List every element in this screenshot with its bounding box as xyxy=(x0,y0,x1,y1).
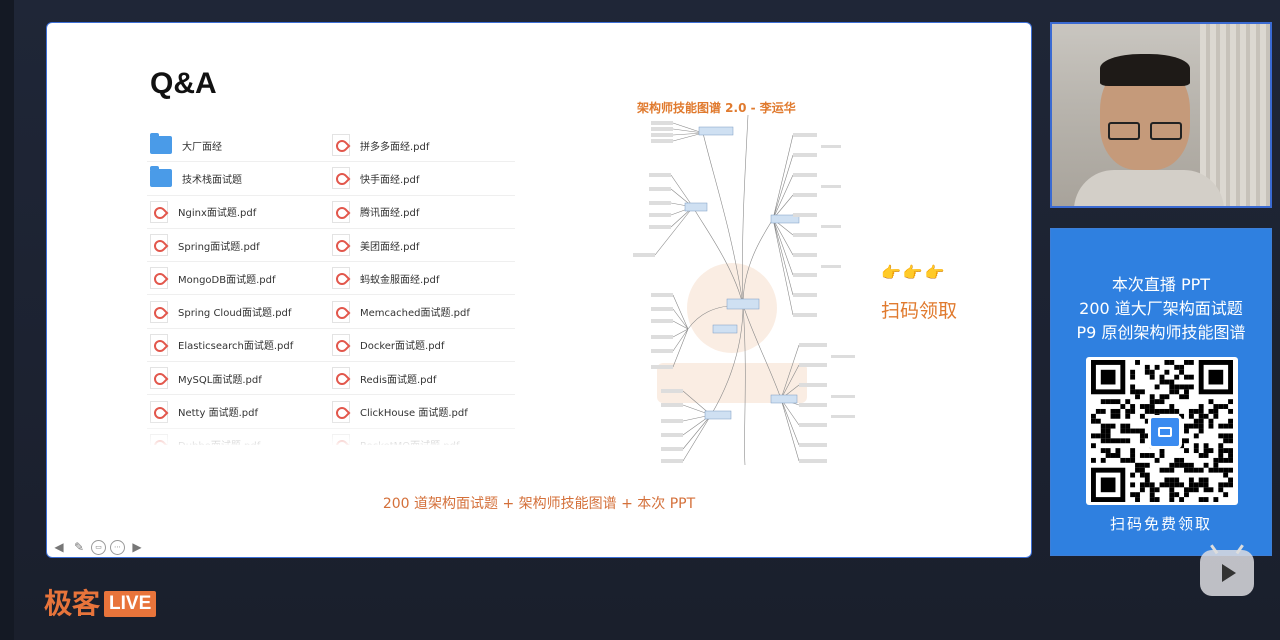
pdf-icon xyxy=(332,134,350,157)
file-name: Docker面试题.pdf xyxy=(360,341,445,353)
brand-name: 极客 xyxy=(44,587,101,620)
file-name: Memcached面试题.pdf xyxy=(360,308,470,320)
file-name: Redis面试题.pdf xyxy=(360,374,437,386)
file-name: 技术栈面试题 xyxy=(182,174,242,186)
file-name: 拼多多面经.pdf xyxy=(360,141,430,153)
file-name: MySQL面试题.pdf xyxy=(178,374,262,386)
pdf-icon xyxy=(150,234,168,257)
file-list-fade xyxy=(147,419,519,447)
pdf-icon xyxy=(150,267,168,290)
file-item[interactable]: 拼多多面经.pdf xyxy=(329,129,515,163)
file-name: 快手面经.pdf xyxy=(360,174,420,186)
file-name: Netty 面试题.pdf xyxy=(178,408,258,420)
slide-footer: 200 道架构面试题 + 架构师技能图谱 + 本次 PPT xyxy=(382,496,696,512)
chat-icon xyxy=(1148,415,1182,449)
promo-line: 本次直播 PPT xyxy=(1111,275,1211,294)
slide-title: Q&A xyxy=(150,67,217,100)
qr-code[interactable] xyxy=(1086,357,1238,505)
file-name: 蚂蚁金服面经.pdf xyxy=(360,274,440,286)
file-item[interactable]: 蚂蚁金服面经.pdf xyxy=(329,262,515,296)
webcam-curtain xyxy=(1200,24,1270,206)
file-item[interactable]: 美团面经.pdf xyxy=(329,229,515,263)
file-item[interactable]: Redis面试题.pdf xyxy=(329,362,515,396)
presenter-hair xyxy=(1100,54,1190,86)
pdf-icon xyxy=(332,300,350,323)
file-item[interactable]: Spring面试题.pdf xyxy=(147,229,333,263)
folder-item[interactable]: 技术栈面试题 xyxy=(147,162,333,196)
play-icon xyxy=(1222,564,1236,582)
left-edge xyxy=(0,0,14,640)
mindmap-title: 架构师技能图谱 2.0 - 李运华 xyxy=(637,101,796,115)
file-item[interactable]: 快手面经.pdf xyxy=(329,162,515,196)
pdf-icon xyxy=(150,300,168,323)
slide-toolbar: ◀ ✎ ▭ ⋯ ▶ xyxy=(51,539,145,555)
promo-line: 200 道大厂架构面试题 xyxy=(1079,299,1243,318)
presenter-body xyxy=(1074,170,1224,206)
pdf-icon xyxy=(332,267,350,290)
file-name: ClickHouse 面试题.pdf xyxy=(360,408,468,420)
promo-line: P9 原创架构师技能图谱 xyxy=(1076,323,1246,342)
promo-cta: 扫码免费领取 xyxy=(1109,515,1212,533)
presenter-glasses xyxy=(1108,122,1182,140)
file-item[interactable]: MySQL面试题.pdf xyxy=(147,362,333,396)
folder-icon xyxy=(150,133,172,155)
pdf-icon xyxy=(332,367,350,390)
pdf-icon xyxy=(150,200,168,223)
arrow-left-icon[interactable]: ◀ xyxy=(54,540,64,554)
mindmap-diagram xyxy=(633,115,855,465)
folder-item[interactable]: 大厂面经 xyxy=(147,129,333,163)
scan-to-claim-label: 扫码领取 xyxy=(881,300,958,322)
file-item[interactable]: Nginx面试题.pdf xyxy=(147,196,333,229)
file-item[interactable]: Elasticsearch面试题.pdf xyxy=(147,329,333,363)
file-name: MongoDB面试题.pdf xyxy=(178,274,276,286)
subtitle-icon[interactable]: ▭ xyxy=(91,539,106,555)
file-name: 大厂面经 xyxy=(182,141,222,153)
promo-panel: 本次直播 PPT 200 道大厂架构面试题 P9 原创架构师技能图谱 扫码免费领… xyxy=(1050,228,1272,556)
file-item[interactable]: MongoDB面试题.pdf xyxy=(147,262,333,296)
pdf-icon xyxy=(332,200,350,223)
file-name: Spring Cloud面试题.pdf xyxy=(178,308,292,320)
file-column-right: 拼多多面经.pdf 快手面经.pdf 腾讯面经.pdf 美团面经.pdf 蚂蚁金服面经.… xyxy=(329,129,515,445)
pointing-hand-icon: 👉👉👉 xyxy=(881,263,947,282)
file-name: Spring面试题.pdf xyxy=(178,241,260,253)
file-item[interactable]: Docker面试题.pdf xyxy=(329,329,515,363)
file-name: 美团面经.pdf xyxy=(360,241,420,253)
pdf-icon xyxy=(332,167,350,190)
pdf-icon xyxy=(150,367,168,390)
file-item[interactable]: Memcached面试题.pdf xyxy=(329,295,515,329)
promo-text: 本次直播 PPT 200 道大厂架构面试题 P9 原创架构师技能图谱 xyxy=(1051,273,1271,345)
pdf-icon xyxy=(332,234,350,257)
folder-icon xyxy=(150,166,172,188)
file-name: Nginx面试题.pdf xyxy=(178,208,257,220)
brand-logo: 极客 LIVE xyxy=(44,587,157,620)
file-item[interactable]: 腾讯面经.pdf xyxy=(329,196,515,229)
presenter-webcam xyxy=(1050,22,1272,208)
file-name: 腾讯面经.pdf xyxy=(360,208,420,220)
file-item[interactable]: Spring Cloud面试题.pdf xyxy=(147,295,333,329)
pen-icon[interactable]: ✎ xyxy=(73,540,85,554)
menu-icon[interactable]: ⋯ xyxy=(110,539,125,555)
file-name: Elasticsearch面试题.pdf xyxy=(178,341,294,353)
arrow-right-icon[interactable]: ▶ xyxy=(132,540,142,554)
pdf-icon xyxy=(150,333,168,356)
pdf-icon xyxy=(332,333,350,356)
play-button[interactable] xyxy=(1200,550,1254,596)
brand-live-badge: LIVE xyxy=(104,591,157,617)
